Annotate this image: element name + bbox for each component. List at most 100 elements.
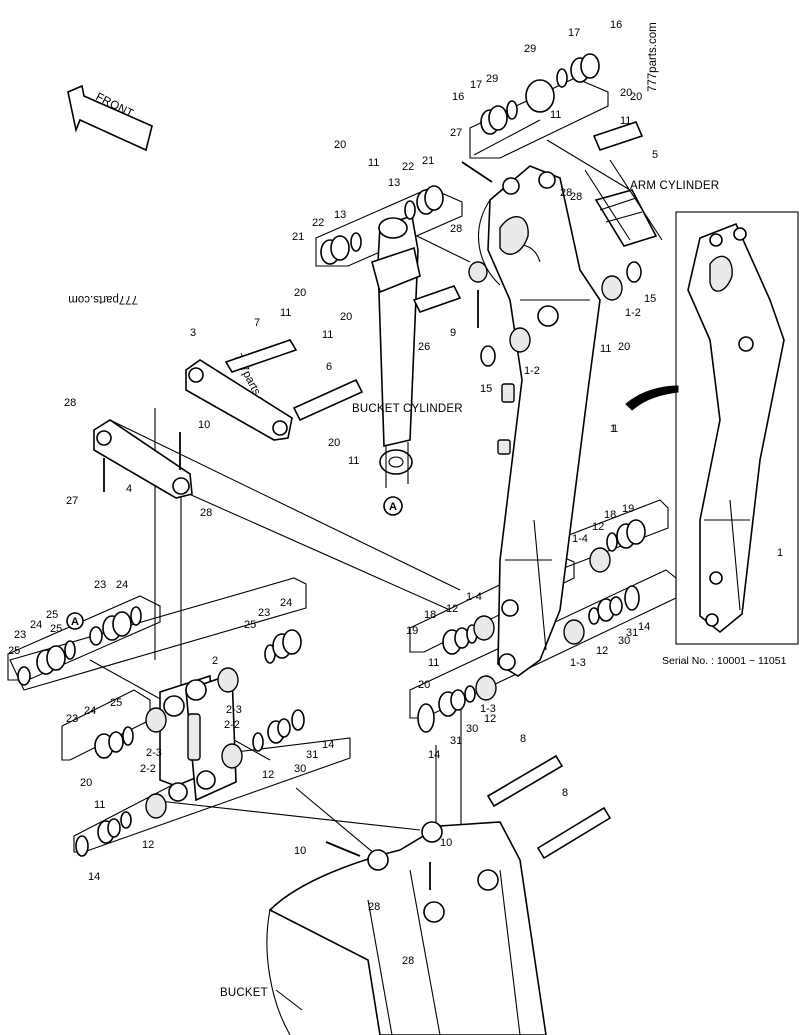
- callout-1: 1: [610, 423, 616, 435]
- bucket-label: BUCKET: [220, 987, 268, 999]
- callout-18: 18: [604, 509, 616, 521]
- bucket-cylinder: [371, 214, 421, 488]
- callout-29: 29: [486, 73, 498, 85]
- callout-30: 30: [618, 635, 630, 647]
- callout-24: 24: [280, 597, 292, 609]
- callout-20: 20: [618, 341, 630, 353]
- callout-11: 11: [322, 329, 333, 341]
- callout-15: 15: [480, 383, 492, 395]
- callout-14: 14: [428, 749, 440, 761]
- callout-12: 12: [446, 603, 458, 615]
- callout-25: 25: [244, 619, 256, 631]
- callout-21: 21: [422, 155, 434, 167]
- serial-note: Serial No. : 10001 ~ 11051: [662, 655, 787, 667]
- callout-28: 28: [64, 397, 76, 409]
- callout-10: 10: [440, 837, 452, 849]
- front-arrow: FRONT: [67, 84, 153, 152]
- callout-10: 10: [198, 419, 210, 431]
- inset-panel: [675, 211, 799, 645]
- callout-20: 20: [418, 679, 430, 691]
- callout-11: 11: [94, 799, 105, 811]
- callout-12: 12: [484, 713, 496, 725]
- callout-19: 19: [622, 503, 634, 515]
- callout-21: 21: [292, 231, 304, 243]
- callout-28: 28: [200, 507, 212, 519]
- callout-30: 30: [294, 763, 306, 775]
- callout-2: 2: [212, 655, 218, 667]
- callout-23: 23: [258, 607, 270, 619]
- callout-6: 6: [326, 361, 332, 373]
- callout-1: 1: [777, 547, 783, 559]
- callout-11: 11: [600, 343, 611, 355]
- callout-1-2: 1-2: [524, 365, 540, 377]
- callout-31: 31: [626, 627, 638, 639]
- link-3: [185, 359, 293, 441]
- link-4: [93, 419, 193, 499]
- callout-4: 4: [126, 483, 132, 495]
- callout-11: 11: [348, 455, 359, 467]
- callout-11: 11: [280, 307, 291, 319]
- callout-2-2: 2-2: [140, 763, 156, 775]
- arm-cylinder: [584, 159, 663, 247]
- callout-1-4: 1-4: [466, 591, 482, 603]
- callout-22: 22: [312, 217, 324, 229]
- seal-rings: [17, 53, 646, 857]
- callout-8: 8: [520, 733, 526, 745]
- callout-28: 28: [402, 955, 414, 967]
- watermark-upside-down: 777parts.com: [68, 293, 138, 305]
- callout-23: 23: [94, 579, 106, 591]
- callout-17: 17: [568, 27, 580, 39]
- callout-14: 14: [322, 739, 334, 751]
- callout-20: 20: [328, 437, 340, 449]
- callout-20: 20: [334, 139, 346, 151]
- callout-25: 25: [46, 609, 58, 621]
- callout-20: 20: [340, 311, 352, 323]
- watermark-vertical: 777parts.com: [647, 22, 659, 92]
- callout-26: 26: [418, 341, 430, 353]
- callout-8: 8: [562, 787, 568, 799]
- bucket-cylinder-label: BUCKET CYLINDER: [352, 403, 463, 415]
- ref-marker-a-left-label: A: [71, 616, 79, 628]
- callout-27: 27: [450, 127, 462, 139]
- callout-1-3: 1-3: [480, 703, 496, 715]
- callout-12: 12: [262, 769, 274, 781]
- arm-cylinder-label: ARM CYLINDER: [630, 180, 719, 192]
- bolts: [103, 161, 493, 890]
- arm-body: [478, 165, 601, 677]
- callout-11: 11: [368, 157, 379, 169]
- callout-25: 25: [50, 623, 62, 635]
- callout-10: 10: [294, 845, 306, 857]
- callout-31: 31: [306, 749, 318, 761]
- callout-27: 27: [66, 495, 78, 507]
- callout-3: 3: [190, 327, 196, 339]
- callout-24: 24: [116, 579, 128, 591]
- callout-1-3: 1-3: [570, 657, 586, 669]
- callout-22: 22: [402, 161, 414, 173]
- callout-20: 20: [80, 777, 92, 789]
- callout-24: 24: [84, 705, 96, 717]
- callout-28: 28: [368, 901, 380, 913]
- callout-11: 11: [550, 109, 561, 121]
- callout-17: 17: [470, 79, 482, 91]
- ref-marker-a-top-label: A: [389, 501, 397, 513]
- callout-2-3: 2-3: [146, 747, 162, 759]
- callout-12: 12: [596, 645, 608, 657]
- callout-13: 13: [388, 177, 400, 189]
- callout-20: 20: [294, 287, 306, 299]
- bucket: [266, 821, 547, 1035]
- callout-11: 11: [620, 115, 631, 127]
- callout-23: 23: [14, 629, 26, 641]
- callout-30: 30: [466, 723, 478, 735]
- callout-7: 7: [254, 317, 260, 329]
- callout-20: 20: [630, 91, 642, 103]
- ref-marker-a-left: A: [66, 612, 84, 630]
- callout-29: 29: [524, 43, 536, 55]
- callout-14: 14: [88, 871, 100, 883]
- callout-1-2: 1-2: [625, 307, 641, 319]
- callout-28: 28: [450, 223, 462, 235]
- ref-marker-a-top: A: [383, 496, 403, 516]
- callout-19: 19: [406, 625, 418, 637]
- callout-2-2: 2-2: [224, 719, 240, 731]
